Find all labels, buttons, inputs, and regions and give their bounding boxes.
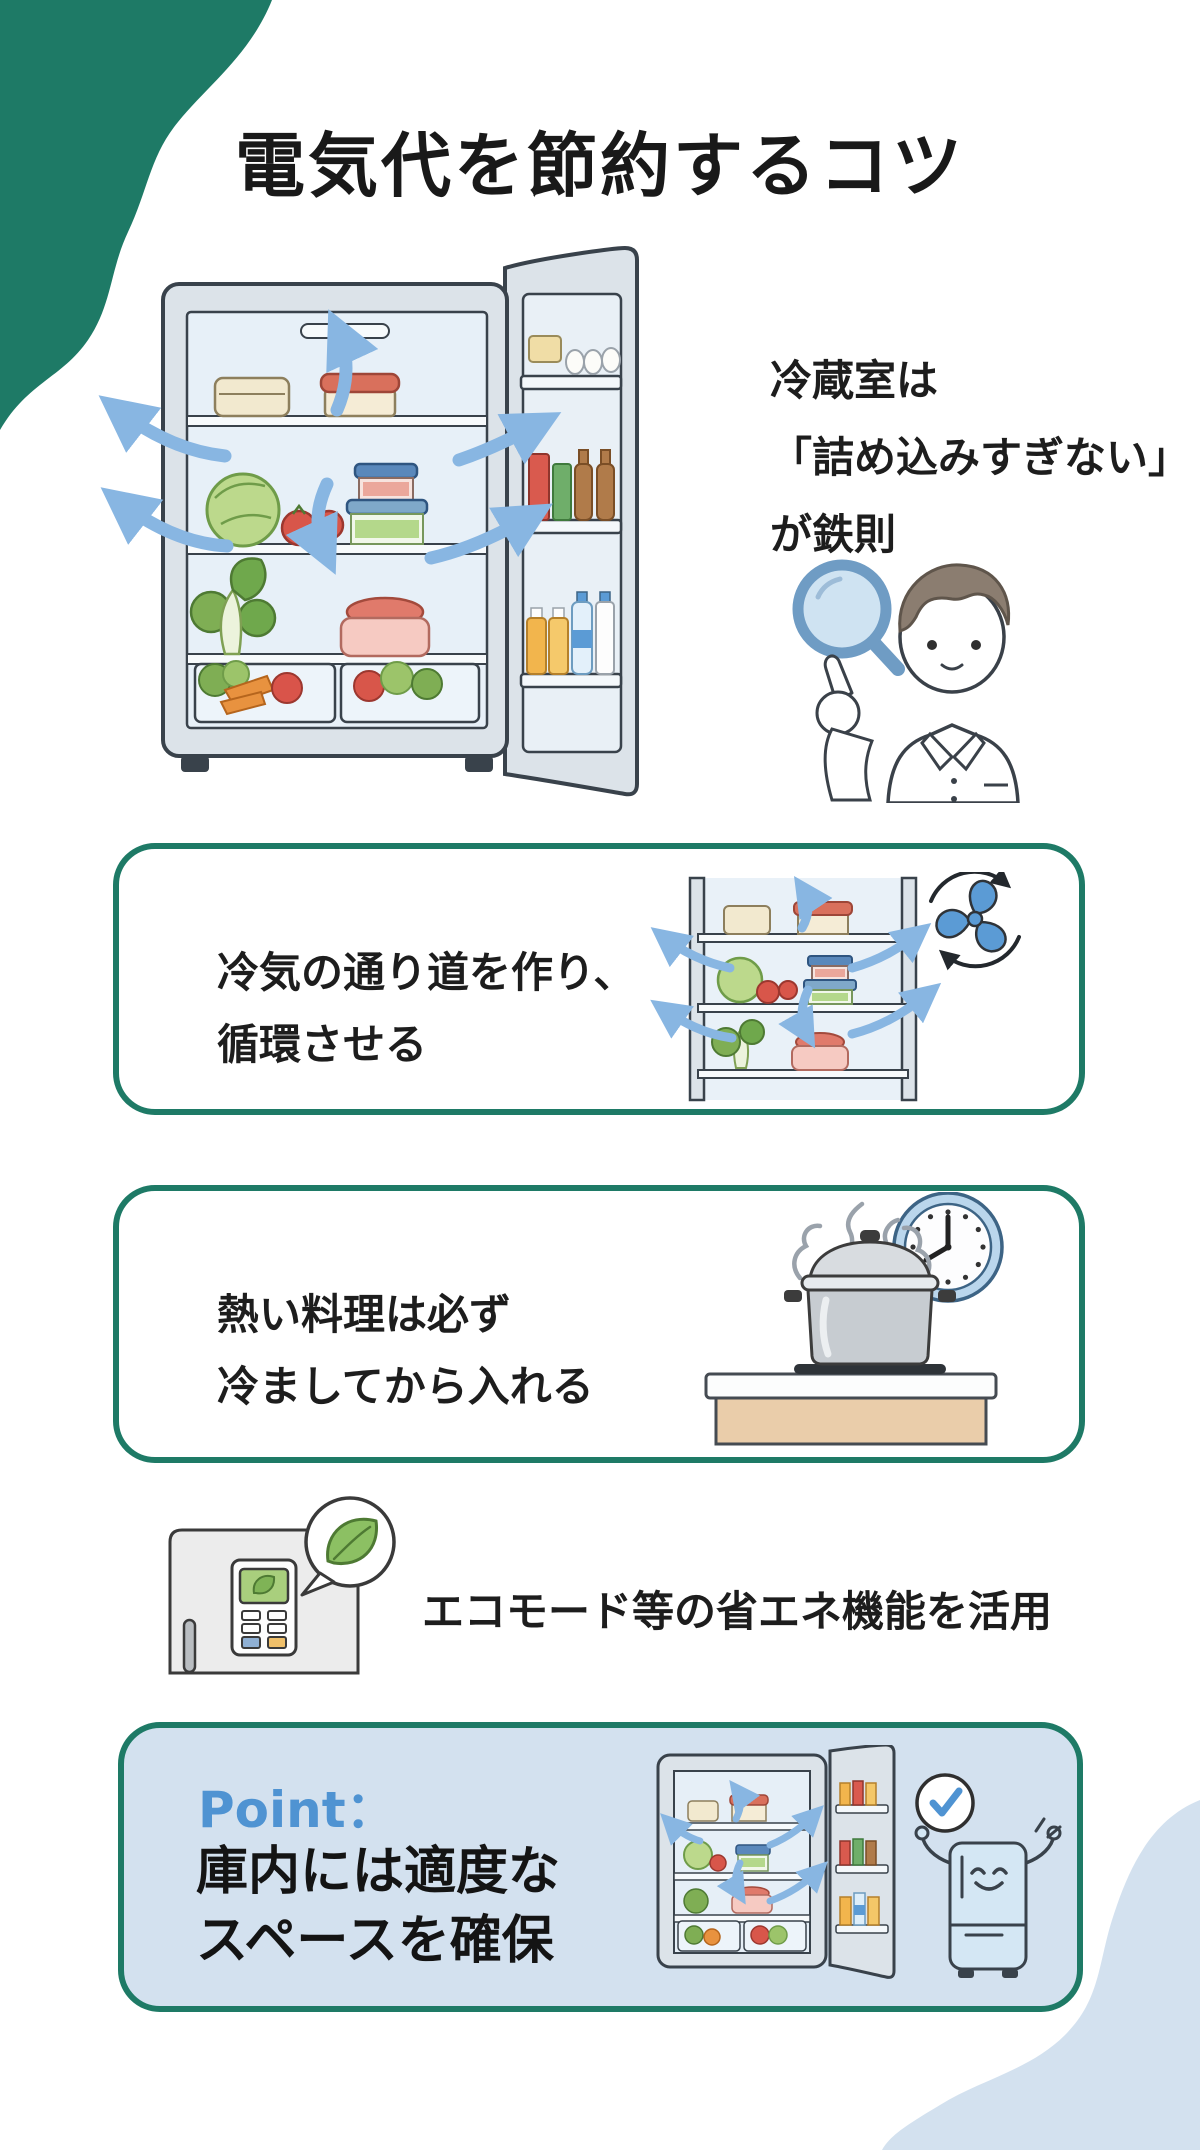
- point-text-line2: スペースを確保: [196, 1911, 554, 1971]
- happy-fridge-character: [914, 1817, 1062, 1978]
- mini-fridge-airflow-illustration: [650, 872, 1021, 1102]
- tip-text-airflow: 冷気の通り道を作り、 循環させる: [217, 937, 635, 1081]
- airflow-arrows: [98, 309, 562, 575]
- mini-airflow-arrows: [650, 876, 942, 1049]
- pointing-hand: [815, 654, 875, 802]
- door-bin-bottles: [526, 591, 615, 675]
- point-text: 庫内には適度な スペースを確保: [196, 1838, 560, 1976]
- intro-caption: 冷蔵室は 「詰め込みすぎない」 が鉄則: [770, 342, 1190, 573]
- door-bin-eggs-butter: [528, 335, 621, 375]
- fan-icon: [929, 872, 1021, 971]
- tip-airflow-line2: 循環させる: [217, 1020, 428, 1069]
- point-text-line1: 庫内には適度な: [196, 1842, 561, 1902]
- check-icon: [915, 1773, 975, 1833]
- magnifier-icon: [792, 559, 905, 676]
- intro-caption-line3: が鉄則: [770, 510, 897, 559]
- fridge-eco-panel-illustration: [168, 1496, 396, 1675]
- man-figure: [886, 563, 1020, 803]
- screen-leaf-icon: [252, 1575, 276, 1595]
- page-title: 電気代を節約するコツ: [235, 125, 965, 207]
- blue-corner-blob: [882, 1800, 1200, 2150]
- tip-card-airflow: 冷気の通り道を作り、 循環させる: [113, 843, 1085, 1115]
- clock-icon: [892, 1192, 1004, 1303]
- pointing-man-illustration: [792, 559, 1020, 803]
- pot-on-stove: [704, 1230, 998, 1446]
- mini-open-fridge-illustration: [656, 1745, 896, 1979]
- point-illustration: [656, 1745, 1062, 1979]
- tip-text-hot-food: 熱い料理は必ず 冷ましてから入れる: [217, 1279, 594, 1423]
- point-card: Point： 庫内には適度な スペースを確保: [118, 1722, 1083, 2012]
- tip-hot-food-line2: 冷ましてから入れる: [217, 1362, 594, 1411]
- green-corner-blob: [0, 0, 272, 430]
- open-fridge-illustration: [98, 245, 639, 797]
- intro-caption-line2: 「詰め込みすぎない」: [770, 433, 1191, 482]
- intro-caption-line1: 冷蔵室は: [770, 356, 939, 405]
- steaming-pot-illustration: [704, 1192, 1004, 1446]
- leaf-speech-bubble: [300, 1496, 396, 1597]
- tip-airflow-line1: 冷気の通り道を作り、: [217, 948, 636, 997]
- tip-hot-food-line1: 熱い料理は必ず: [217, 1290, 512, 1339]
- point-label: Point：: [198, 1781, 396, 1839]
- tip-text-eco-mode: エコモード等の省エネ機能を活用: [422, 1587, 1053, 1636]
